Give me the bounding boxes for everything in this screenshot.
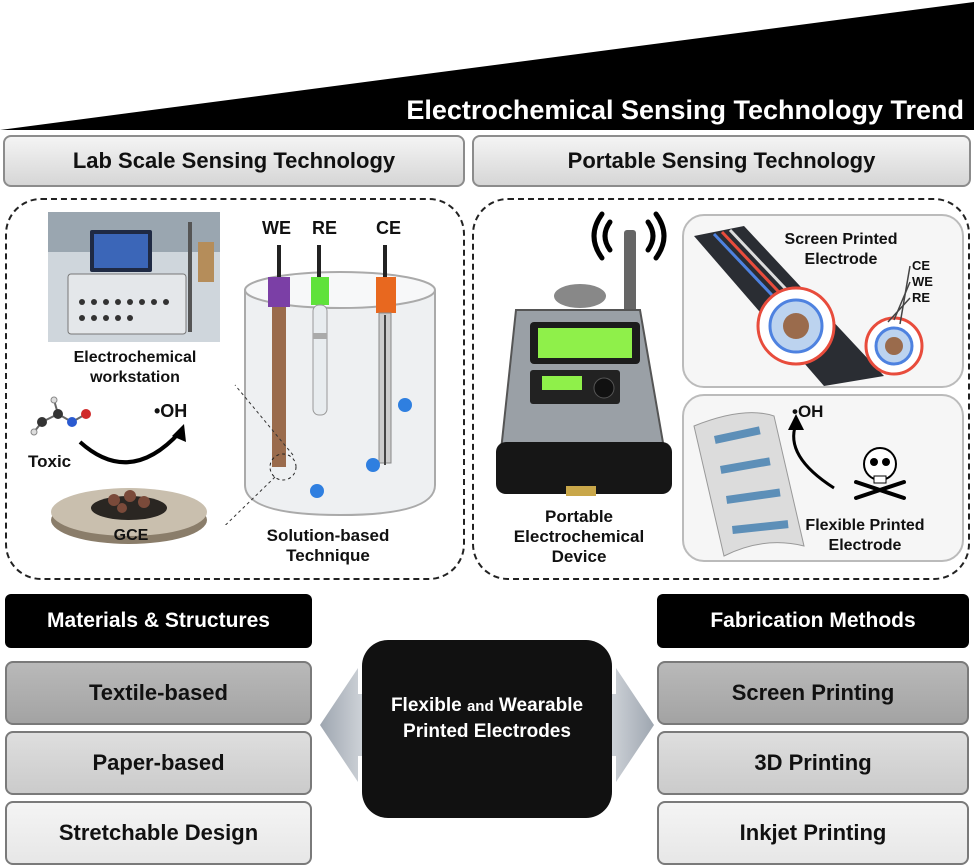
workstation-label: Electrochemical workstation (73, 349, 197, 386)
oh-radical-lab: •OH (154, 401, 188, 421)
device-label: Portable Electrochemical Device (513, 507, 645, 566)
flexible-title: Flexible Printed Electrode (805, 517, 925, 554)
spe-title: Screen Printed Electrode (784, 231, 898, 268)
toxic-label: Toxic (28, 452, 72, 471)
material-item-stretchable: Stretchable Design (5, 801, 312, 865)
materials-header: Materials & Structures (5, 594, 312, 648)
workstation-photo (48, 212, 220, 342)
material-item-textile: Textile-based (5, 661, 312, 725)
technique-label: Solution-based Technique (266, 526, 390, 565)
spe-legend-re: RE (912, 290, 931, 305)
oh-radical-portable: •OH (792, 402, 824, 421)
electrochemical-cell (224, 245, 436, 525)
fabrication-item-3d: 3D Printing (657, 731, 969, 795)
tab-lab-scale: Lab Scale Sensing Technology (3, 135, 465, 187)
screen-printed-electrode-image (694, 226, 924, 386)
fabrication-item-screen: Screen Printing (657, 661, 969, 725)
fabrication-item-inkjet: Inkjet Printing (657, 801, 969, 865)
center-topic-box: Flexible and Wearable Printed Electrodes (362, 640, 612, 818)
trend-wedge (0, 2, 974, 130)
center-line1: Flexible and Wearable (390, 695, 584, 716)
we-label: WE (262, 218, 291, 238)
center-line2: Printed Electrodes (403, 721, 571, 742)
gce-electrode-image (51, 488, 207, 544)
trend-title: Electrochemical Sensing Technology Trend (406, 95, 964, 125)
spe-legend-ce: CE (912, 258, 931, 273)
portable-device-image (496, 211, 672, 496)
flexible-electrode-image (693, 412, 906, 557)
molecule-toxic-icon (30, 396, 186, 465)
re-label: RE (312, 218, 338, 238)
ce-label: CE (376, 218, 402, 238)
spe-legend-we: WE (912, 274, 933, 289)
fabrication-header: Fabrication Methods (657, 594, 969, 648)
gce-label: GCE (113, 527, 149, 544)
material-item-paper: Paper-based (5, 731, 312, 795)
tab-portable: Portable Sensing Technology (472, 135, 971, 187)
